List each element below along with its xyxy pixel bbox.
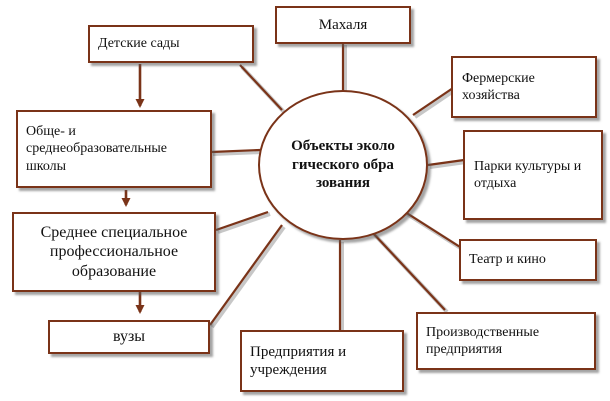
ray-vocational bbox=[215, 210, 269, 232]
node-farms-label: Фермерские хозяйства bbox=[462, 70, 535, 103]
node-production: Производственные предприятия bbox=[416, 312, 596, 370]
node-universities-label: вузы bbox=[112, 328, 146, 346]
node-vocational: Среднее специальное профессиональное обр… bbox=[12, 212, 216, 292]
ray-kindergartens bbox=[239, 64, 283, 111]
node-enterprises-label: Предприятия и учреждения bbox=[250, 343, 347, 378]
node-universities: вузы bbox=[48, 320, 210, 354]
node-vocational-label: Среднее специальное профессиональное обр… bbox=[40, 223, 188, 280]
ray-parks bbox=[427, 158, 465, 167]
node-schools-label: Обще- и среднеобразовательные школы bbox=[26, 124, 167, 174]
ray-schools bbox=[210, 148, 261, 154]
node-enterprises: Предприятия и учреждения bbox=[240, 330, 404, 392]
node-parks: Парки культуры и отдыха bbox=[463, 130, 603, 220]
center-title: Объекты экологического образования bbox=[291, 137, 395, 192]
node-mahalya: Махаля bbox=[275, 6, 411, 44]
ray-lines bbox=[209, 43, 465, 330]
node-theatre: Театр и кино bbox=[459, 239, 597, 281]
node-mahalya-label: Махаля bbox=[318, 16, 368, 33]
node-kindergartens: Детские сады bbox=[88, 25, 254, 63]
ray-production bbox=[371, 231, 446, 311]
flow-arrows bbox=[121, 64, 145, 314]
node-kindergartens-label: Детские сады bbox=[98, 36, 180, 52]
node-theatre-label: Театр и кино bbox=[469, 252, 546, 268]
ray-theatre bbox=[404, 211, 461, 248]
ray-universities bbox=[209, 224, 283, 326]
ray-farms bbox=[412, 87, 454, 116]
node-farms: Фермерские хозяйства bbox=[451, 56, 597, 118]
center-ellipse: Объекты экологического образования bbox=[258, 90, 428, 240]
node-parks-label: Парки культуры и отдыха bbox=[474, 158, 582, 191]
node-production-label: Производственные предприятия bbox=[426, 324, 540, 357]
node-schools: Обще- и среднеобразовательные школы bbox=[16, 110, 212, 188]
